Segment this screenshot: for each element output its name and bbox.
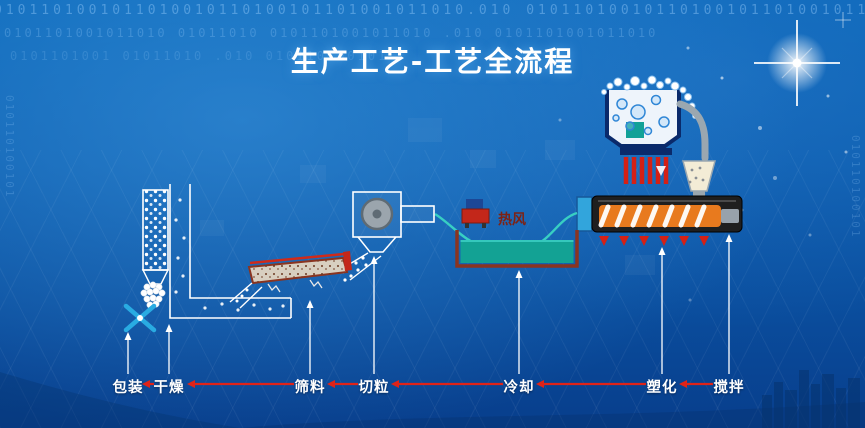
hopper-neck: [693, 191, 705, 197]
mixer-unit: [601, 75, 698, 184]
die-plate: [576, 196, 593, 232]
mixer-discharge-pipe: [676, 100, 709, 162]
starburst-icon: [754, 20, 840, 106]
chute-line-2: [349, 255, 382, 281]
blower-foot-right: [482, 223, 486, 228]
mixer-vessel: [605, 90, 681, 148]
stage-label-mixing: 搅拌: [713, 380, 745, 396]
mixer-inner-block: [626, 122, 644, 138]
pointer-arrow-cooling: [515, 270, 523, 278]
stage-label-pelletizing: 切粒: [358, 380, 390, 396]
fan-icon: [123, 303, 157, 333]
mixer-base-bar: [620, 148, 672, 155]
duct-outer: [169, 184, 291, 319]
pointer-arrow-pelletizing: [370, 256, 378, 264]
sieve-material: [249, 258, 347, 283]
stage-label-cooling: 冷却: [503, 380, 535, 396]
extruder-unit: [576, 160, 743, 246]
feed-arrow-icon: [656, 166, 666, 176]
skyline-silhouette: [0, 370, 865, 428]
stage-label-drying: 干燥: [153, 380, 185, 396]
duct-inner: [189, 184, 291, 299]
stage-label-sieving: 筛料: [294, 380, 326, 396]
flow-arrowhead: [327, 380, 335, 388]
pointer-arrow-packaging: [124, 332, 132, 340]
blower-body: [461, 208, 490, 224]
sieve-top-bar: [249, 252, 345, 265]
strand-inlet-duct: [400, 205, 435, 223]
hopper-pellets: [688, 166, 705, 184]
hot-air-blower: [461, 199, 490, 228]
screw-shaft-end: [721, 209, 739, 223]
sparkle-dots: [558, 12, 851, 302]
dryer-funnel: [141, 269, 170, 285]
cooling-bath: [455, 230, 579, 268]
pointer-arrow-plasticizing: [658, 247, 666, 255]
duct-pellets: [174, 198, 285, 312]
flow-arrowhead: [536, 380, 544, 388]
blower-top: [466, 199, 483, 210]
mosaic-decor: [200, 118, 655, 275]
hot-air-label: 热风: [498, 211, 526, 228]
mixer-bubbles: [612, 94, 670, 136]
stage-label-packaging: 包装: [112, 380, 144, 396]
bath-trough: [455, 230, 579, 268]
pointer-arrow-sieving: [306, 300, 314, 308]
flow-line: [142, 380, 713, 388]
flow-arrowhead: [142, 380, 150, 388]
sieve-end-cap: [343, 251, 352, 271]
feed-hopper: [682, 160, 716, 192]
extruder-screw: [599, 205, 721, 227]
pelletizer-unit: [337, 191, 435, 282]
pointer-arrows: [124, 234, 733, 374]
pellet-pile: [140, 281, 166, 309]
pointer-arrow-mixing: [725, 234, 733, 242]
sieve-spring-right: [309, 279, 323, 289]
flow-arrowhead: [679, 380, 687, 388]
sieve-unit: [229, 251, 352, 309]
dryer-column: [142, 189, 169, 271]
bath-water: [460, 241, 574, 263]
cutter-funnel: [357, 236, 397, 253]
discharge-pellets: [235, 288, 249, 303]
mixer-heater-stripes: [623, 157, 669, 184]
flow-arrowhead: [187, 380, 195, 388]
blower-foot-left: [465, 223, 469, 228]
sieve-spring-left: [267, 283, 281, 293]
page-title: 生产工艺-工艺全流程: [290, 45, 575, 78]
cutter-hub: [372, 209, 382, 219]
barrel-heater-arrows: [599, 236, 709, 246]
discharge-chute-1: [229, 282, 253, 303]
screw-flights: [598, 204, 707, 228]
stage-label-plasticizing: 塑化: [646, 380, 678, 396]
flow-arrowhead: [391, 380, 399, 388]
pointer-arrow-drying: [165, 324, 173, 332]
dryer-unit: [140, 184, 292, 319]
